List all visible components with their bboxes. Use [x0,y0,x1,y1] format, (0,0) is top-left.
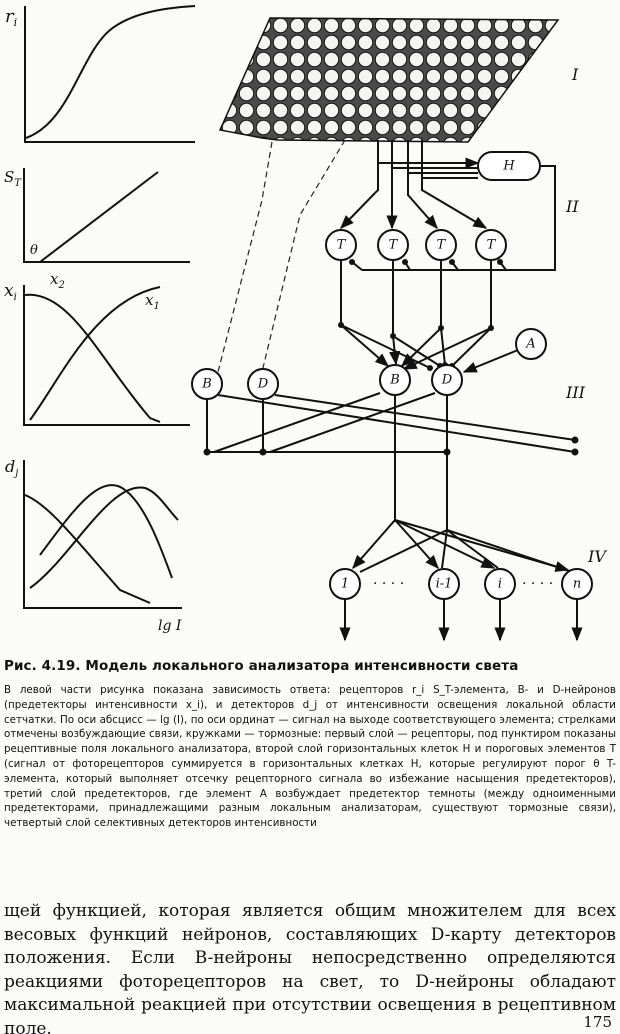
inhibitory-dots-h [349,259,503,265]
threshold-node-t2: T [377,229,409,261]
svg-text:T: T [487,238,497,253]
falling-curve [24,293,161,423]
graph-receptor-response [24,5,196,143]
graph-detectors [23,460,182,609]
svg-text:1: 1 [341,577,349,592]
predetector-to-detector-connections [352,452,573,573]
sigmoid-curve [25,5,196,139]
layer-label-detectors: IV [587,547,607,566]
figure-caption-body: В левой части рисунка показана зависимос… [4,684,616,830]
t-to-predetector-connections [340,260,519,373]
svg-text:D: D [257,377,269,392]
graph-axes [24,6,195,143]
svg-text:B: B [201,377,212,392]
svg-text:i: i [498,577,502,592]
x-label-x2: x2 [50,270,65,291]
detector-node-1: 1 [329,568,361,600]
dark-activator-a: A [515,328,547,360]
detector-node-i-1: i-1 [428,568,460,600]
y-label-x: xi [4,281,17,303]
graph-axes [23,285,190,426]
horizontal-cell-h: H [477,151,541,181]
layer-label-horizontal: II [565,197,579,216]
linear-curve [39,171,159,263]
graph-axes [23,460,182,609]
graph-threshold-element [23,168,190,263]
detector-output-arrows [339,599,583,642]
inhibitory-dots-predetectors [203,436,579,456]
detector-curve-1 [24,494,151,604]
y-label-st: ST [4,168,22,189]
predetector-d: D [431,364,463,396]
svg-text:n: n [573,577,581,592]
svg-text:A: A [525,337,535,352]
predetector-d-left: D [247,368,279,400]
threshold-marker: θ [30,243,38,258]
figure-4-19: ri ST θ x2 xi x1 dj lg I I [4,5,607,642]
receptor-layer [218,17,560,143]
detector-curve-2 [39,484,173,579]
detector-node-n: n [561,568,593,600]
layer-label-predetectors: III [565,383,586,402]
svg-text:B: B [389,373,400,388]
ellipsis-left: · · · · [373,576,404,592]
ellipsis-right: · · · · [522,576,553,592]
x-axis-label-lgi: lg I [158,618,182,634]
rising-curve [29,286,161,421]
detector-curve-3 [29,486,179,589]
svg-text:T: T [389,238,399,253]
svg-text:T: T [337,238,347,253]
detector-node-i: i [484,568,516,600]
layer-label-receptors: I [571,65,579,84]
curve-label-x1: x1 [145,291,160,312]
node-label-h: H [502,159,515,174]
threshold-node-t4: T [475,229,507,261]
graph-predetectors [23,285,190,426]
svg-text:D: D [441,373,453,388]
figure-caption-title: Рис. 4.19. Модель локального анализатора… [4,658,519,674]
predetector-connections [206,392,576,522]
page-number: 175 [583,1013,612,1031]
svg-text:T: T [437,238,447,253]
graph-axes [23,168,190,263]
y-label-d: dj [5,457,18,479]
svg-text:i-1: i-1 [436,577,453,592]
predetector-b: B [379,364,411,396]
predetector-b-left: B [191,368,223,400]
body-paragraph: щей функцией, которая является общим мно… [4,901,616,1034]
receptive-field-lines [217,139,346,373]
y-label-r: ri [5,6,17,29]
threshold-node-t3: T [425,229,457,261]
threshold-node-t1: T [325,229,357,261]
